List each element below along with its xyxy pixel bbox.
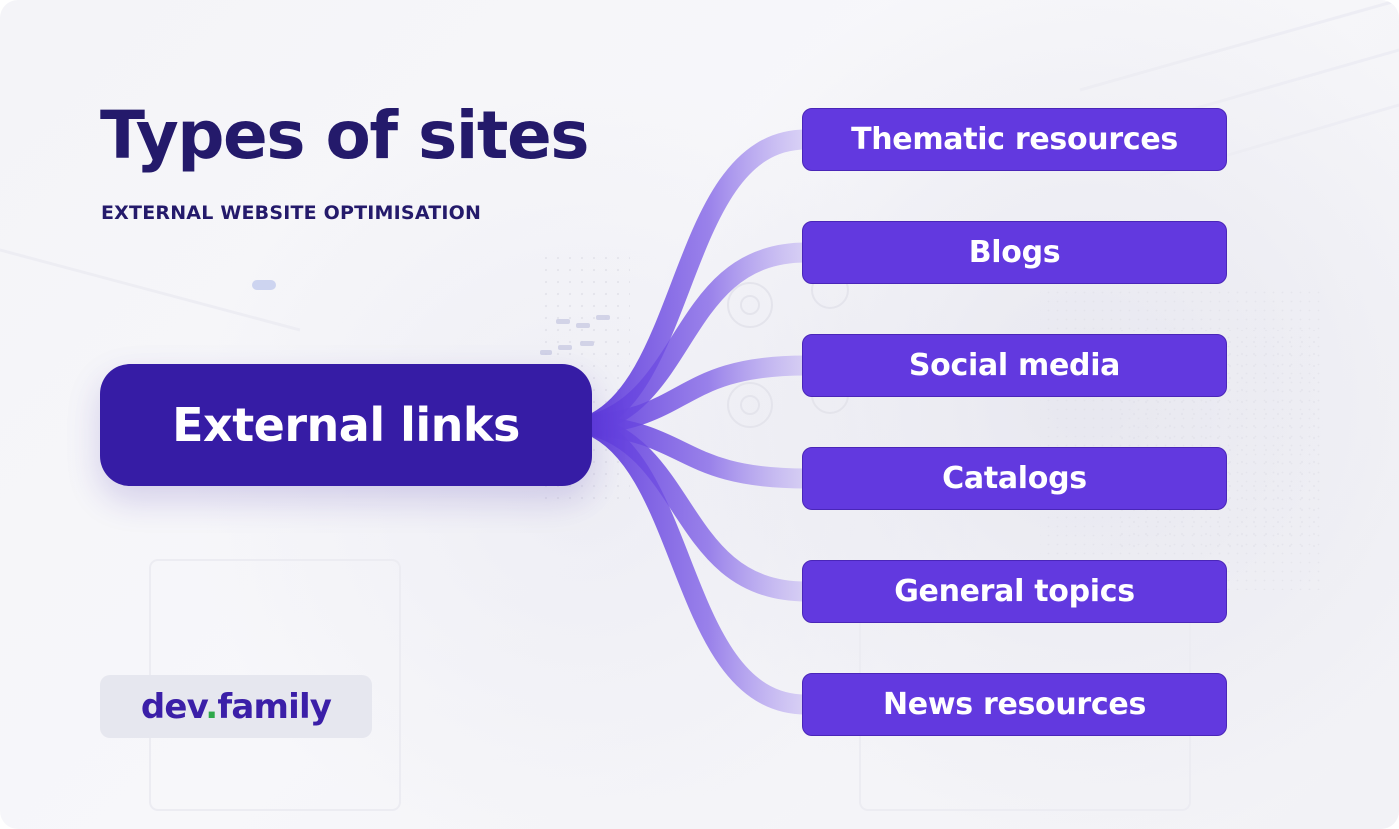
connector-line-5 (587, 415, 807, 602)
connector-line-1 (585, 129, 807, 435)
connector-line-3 (589, 355, 807, 435)
branch-node-blogs: Blogs (802, 221, 1227, 284)
brand-name-part1: dev (140, 686, 206, 727)
center-node-external-links: External links (100, 364, 592, 486)
branch-node-social-media: Social media (802, 334, 1227, 397)
brand-name-part2: family (217, 686, 332, 727)
page-subtitle: EXTERNAL WEBSITE OPTIMISATION (101, 202, 482, 224)
branch-node-label: General topics (894, 574, 1135, 609)
branch-node-label: Thematic resources (851, 122, 1178, 157)
connector-line-4 (589, 415, 807, 489)
branch-node-thematic-resources: Thematic resources (802, 108, 1227, 171)
branch-node-general-topics: General topics (802, 560, 1227, 623)
branch-node-news-resources: News resources (802, 673, 1227, 736)
brand-logo: dev.family (100, 675, 372, 738)
brand-dot: . (205, 686, 218, 727)
branch-node-label: Social media (908, 348, 1121, 383)
center-node-label: External links (172, 398, 520, 452)
brand-logo-text: dev.family (140, 686, 332, 727)
branch-node-label: Blogs (968, 235, 1061, 270)
branch-node-label: News resources (882, 687, 1147, 722)
connector-line-6 (585, 415, 807, 715)
connector-line-2 (587, 242, 807, 435)
branch-node-catalogs: Catalogs (802, 447, 1227, 510)
page-title: Types of sites (100, 97, 590, 174)
branch-node-label: Catalogs (942, 461, 1087, 496)
